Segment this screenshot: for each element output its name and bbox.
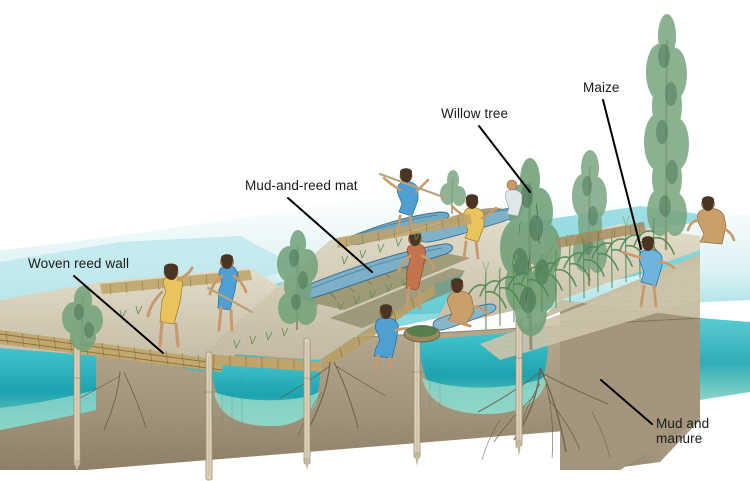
leader-mud-and-reed-mat [287,197,373,273]
willow-shrub-left [62,286,103,351]
label-woven-reed-wall: Woven reed wall [28,256,130,271]
worker-yellow-tunic [146,263,194,348]
leader-mud-and-manure [600,379,653,425]
sapling-middle-back [440,170,466,215]
willow-shrub-middle [277,230,318,331]
worker-far-back [504,179,523,217]
callout-leader-lines [73,99,653,425]
worker-seated-right [686,196,736,245]
willow-tree-far-right [644,14,689,251]
label-mud-and-manure-line2: manure [656,431,703,446]
leader-maize [602,99,642,250]
label-willow-tree: Willow tree [441,106,509,121]
worker-blue-tunic [206,254,254,332]
label-mud-and-reed-mat: Mud-and-reed mat [245,178,358,193]
worker-maize [620,236,676,308]
reed-fence-back [336,214,472,248]
canoe-poler-yellow [450,194,498,260]
wooden-stakes [70,317,526,481]
worker-basket [373,304,441,370]
label-maize: Maize [583,80,620,95]
leader-woven-reed-wall [73,275,164,354]
reed-fence-right [556,222,646,248]
worker-kneeling [447,278,490,328]
label-mud-and-manure-line1: Mud and [656,416,710,431]
worker-rust-tunic [396,231,436,310]
woven-reed-wall [0,330,223,372]
leader-willow-tree [478,125,531,193]
